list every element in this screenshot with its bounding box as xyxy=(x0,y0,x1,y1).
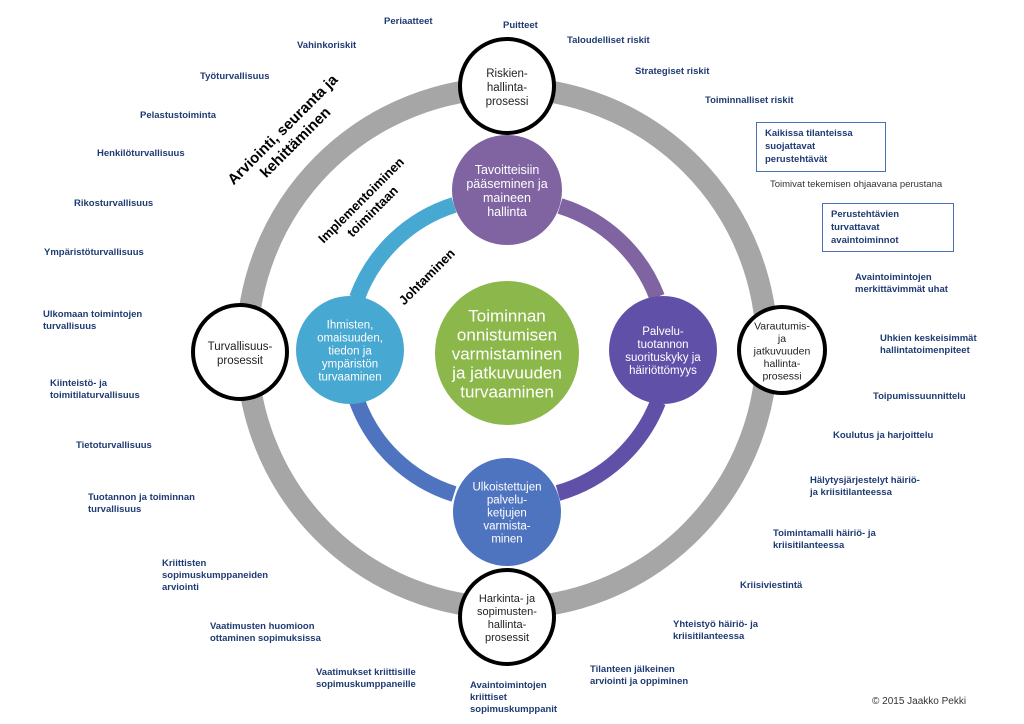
t-top-line: maineen xyxy=(483,191,531,205)
t-bottom-line: Ulkoistettujen xyxy=(472,482,541,494)
process-node-top xyxy=(458,37,556,135)
p-right-line: hallinta- xyxy=(764,358,801,370)
p-top-line: Riskien- xyxy=(486,68,528,80)
t-top-line: hallinta xyxy=(487,205,527,219)
box-perustehtavien: Perustehtävien turvattavat avaintoiminno… xyxy=(822,203,954,252)
label-avaintoimintojen-kriittiset: Avaintoimintojen kriittiset sopimuskumpp… xyxy=(470,680,558,715)
arc-left-top xyxy=(349,197,457,301)
box-kaikissa-tilanteissa: Kaikissa tilanteissa suojattavat peruste… xyxy=(756,122,886,172)
t-left-line: ympäristön xyxy=(322,359,378,371)
label-vahinkoriskit: Vahinkoriskit xyxy=(297,40,357,51)
ring-label-inner: Johtaminen xyxy=(396,246,458,308)
t-right-line: Palvelu- xyxy=(642,326,684,338)
arc-right-bottom xyxy=(555,398,666,501)
inner-node-top xyxy=(452,135,562,245)
label-koulutus: Koulutus ja harjoittelu xyxy=(833,430,934,441)
p-right-line: Varautumis- xyxy=(754,320,810,332)
process-node-right xyxy=(737,305,827,395)
t-right-line: suorituskyky ja xyxy=(625,352,701,364)
t-left-line: turvaaminen xyxy=(318,372,381,384)
note-toimivat: Toimivat tekemisen ohjaavana perustana xyxy=(770,179,943,190)
label-halytysjarjestelyt: Hälytysjärjestelyt häiriö- ja kriisitila… xyxy=(810,475,920,498)
label-tilanteen-jalkeinen: Tilanteen jälkeinen arviointi ja oppimin… xyxy=(590,664,689,687)
t-top-line: Tavoitteisiin xyxy=(475,163,540,177)
label-periaatteet: Periaatteet xyxy=(384,16,433,27)
label-vaatimusten-huomioon: Vaatimusten huomioon ottaminen sopimuksi… xyxy=(210,621,321,644)
p-right-line: ja xyxy=(777,333,786,345)
p-top-line: prosessi xyxy=(486,96,529,108)
t-bottom-line: palvelu- xyxy=(487,495,527,507)
process-node-top-text: Riskien-hallinta-prosessi xyxy=(486,68,529,108)
p-right-line: jatkuvuuden xyxy=(753,345,811,357)
p-left-line: Turvallisuus- xyxy=(208,341,273,353)
label-uhkien-keskeisimmat: Uhkien keskeisimmät hallintatoimenpiteet xyxy=(880,333,977,356)
label-tietoturvallisuus: Tietoturvallisuus xyxy=(76,440,152,451)
label-avaintoimintojen-uhat: Avaintoimintojen merkittävimmät uhat xyxy=(855,272,948,295)
process-node-bottom xyxy=(458,568,556,666)
label-yhteistyo: Yhteistyö häiriö- ja kriisitilanteessa xyxy=(673,619,758,642)
label-kiinteisto: Kiinteistö- ja toimitilaturvallisuus xyxy=(50,378,140,401)
label-ulkomaan-toimintojen: Ulkomaan toimintojen turvallisuus xyxy=(43,309,143,332)
t-bottom-line: minen xyxy=(491,534,522,546)
label-toimintamalli: Toimintamalli häiriö- ja kriisitilantees… xyxy=(773,528,876,551)
arc-top-right xyxy=(557,198,665,300)
p-top-line: hallinta- xyxy=(487,82,527,94)
r-inner-line: Johtaminen xyxy=(396,246,458,308)
arc-bottom-left xyxy=(349,398,457,502)
inner-node-right xyxy=(609,296,717,404)
process-node-left-text: Turvallisuus-prosessit xyxy=(208,341,273,367)
p-bottom-line: Harkinta- ja xyxy=(479,593,536,605)
label-puitteet: Puitteet xyxy=(503,20,538,31)
label-toiminnalliset-riskit: Toiminnalliset riskit xyxy=(705,95,794,106)
t-center-line: onnistumisen xyxy=(457,326,557,345)
label-rikosturvallisuus: Rikosturvallisuus xyxy=(74,198,154,209)
t-center-line: turvaaminen xyxy=(460,383,554,402)
label-tuotannon: Tuotannon ja toiminnan turvallisuus xyxy=(88,492,195,515)
copyright: © 2015 Jaakko Pekki xyxy=(872,696,967,707)
label-taloudelliset-riskit: Taloudelliset riskit xyxy=(567,35,650,46)
t-right-line: tuotannon xyxy=(637,339,688,351)
t-bottom-line: ketjujen xyxy=(487,508,527,520)
label-kriittisten: Kriittisten sopimuskumppaneiden arvioint… xyxy=(162,558,269,593)
label-toipumissuunnittelu: Toipumissuunnittelu xyxy=(873,391,966,402)
p-left-line: prosessit xyxy=(217,355,264,367)
p-bottom-line: hallinta- xyxy=(488,619,527,631)
label-ymparistoturvallisuus: Ympäristöturvallisuus xyxy=(44,247,144,258)
t-left-line: omaisuuden, xyxy=(317,333,383,345)
label-strategiset-riskit: Strategiset riskit xyxy=(635,66,710,77)
t-left-line: Ihmisten, xyxy=(327,320,374,332)
t-right-line: häiriöttömyys xyxy=(629,365,697,377)
t-bottom-line: varmista- xyxy=(483,521,530,533)
t-left-line: tiedon ja xyxy=(328,346,372,358)
center-circle xyxy=(435,281,579,425)
label-tyoturvallisuus: Työturvallisuus xyxy=(200,71,270,82)
label-henkiloturvallisuus: Henkilöturvallisuus xyxy=(97,148,185,159)
ring-label-outer: Arviointi, seuranta jakehittäminen xyxy=(224,71,354,201)
t-center-line: varmistaminen xyxy=(452,345,563,364)
inner-node-bottom xyxy=(453,458,561,566)
p-bottom-line: sopimusten- xyxy=(477,606,537,618)
label-pelastustoiminta: Pelastustoiminta xyxy=(140,110,217,121)
t-center-line: ja jatkuvuuden xyxy=(451,364,562,383)
t-center-line: Toiminnan xyxy=(468,307,546,326)
process-node-left xyxy=(191,303,289,401)
label-vaatimukset-kriittisille: Vaatimukset kriittisille sopimuskumppane… xyxy=(316,667,416,690)
p-bottom-line: prosessit xyxy=(485,632,529,644)
p-right-line: prosessi xyxy=(762,370,801,382)
inner-node-left xyxy=(296,296,404,404)
t-top-line: pääseminen ja xyxy=(466,177,547,191)
label-kriisiviestinta: Kriisiviestintä xyxy=(740,580,803,591)
